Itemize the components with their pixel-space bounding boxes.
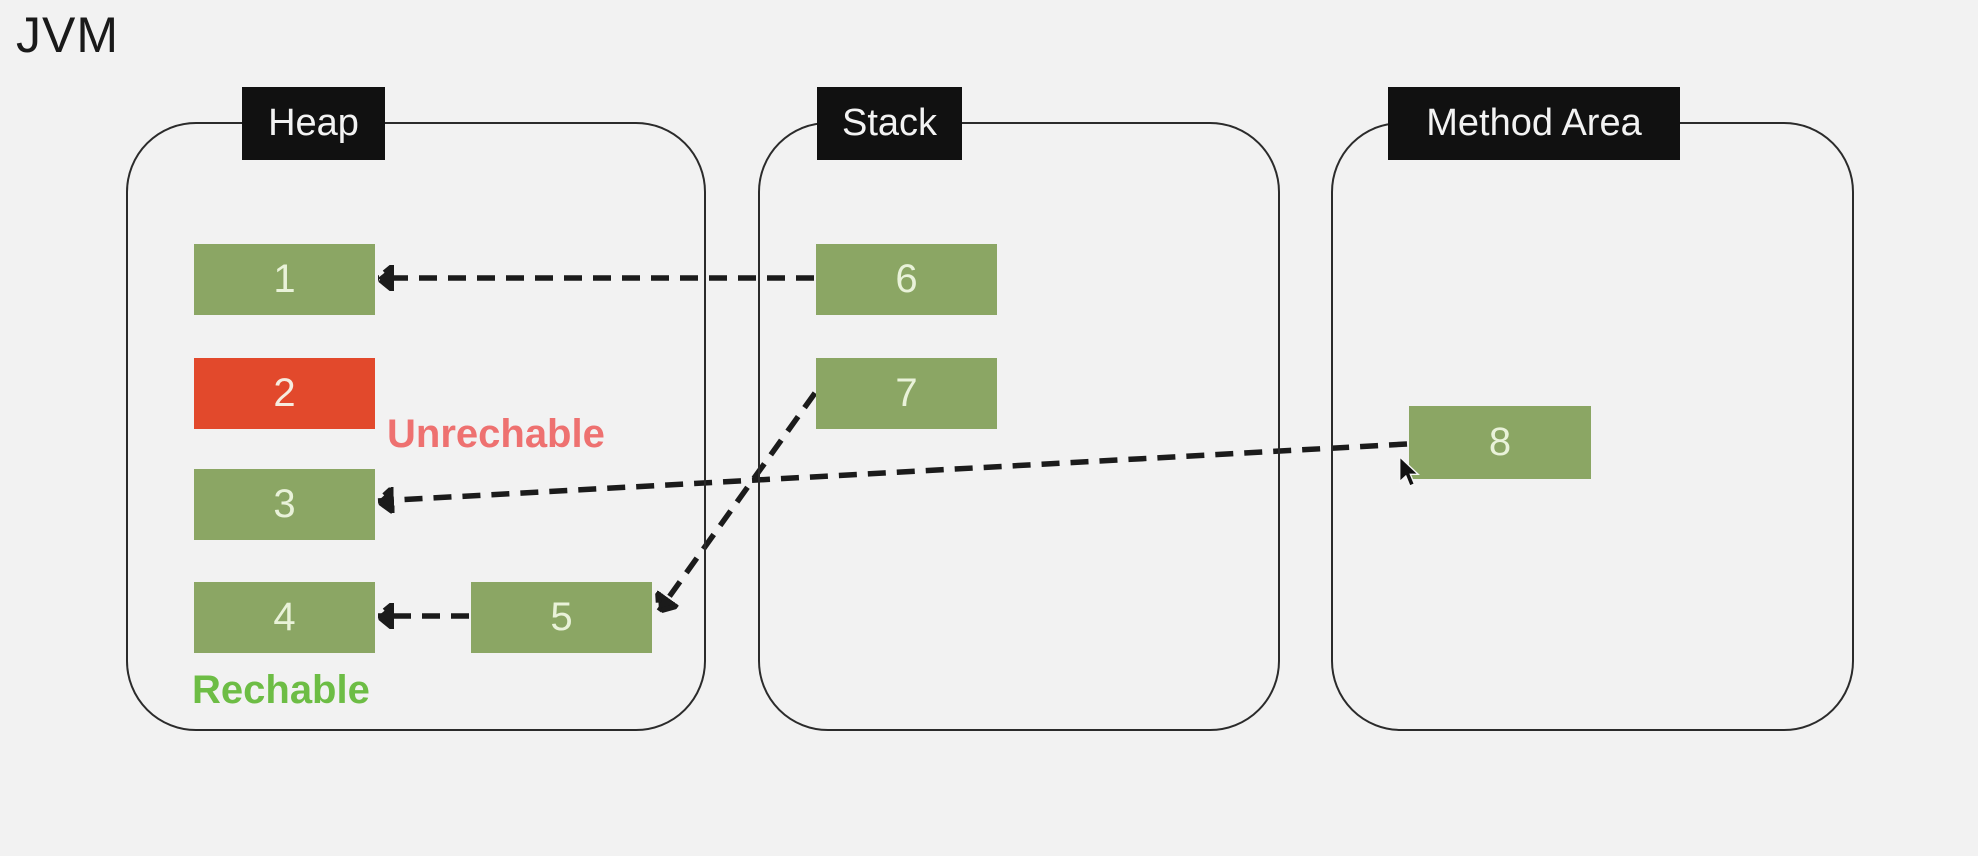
method-area-ref-8: 8 [1409, 406, 1591, 479]
heap-container: Heap 1 2 3 4 5 Unrechable Rechable [126, 87, 706, 731]
stack-ref-6: 6 [816, 244, 997, 315]
method-area-label: Method Area [1388, 87, 1680, 160]
stack-label: Stack [817, 87, 962, 160]
reachable-annotation: Rechable [192, 668, 370, 712]
heap-object-4: 4 [194, 582, 375, 653]
unreachable-annotation: Unrechable [387, 412, 605, 456]
method-area-container: Method Area 8 [1331, 87, 1854, 731]
stack-ref-7: 7 [816, 358, 997, 429]
heap-object-5: 5 [471, 582, 652, 653]
heap-object-3: 3 [194, 469, 375, 540]
heap-object-2: 2 [194, 358, 375, 429]
stack-container: Stack 6 7 [758, 87, 1280, 731]
heap-label: Heap [242, 87, 385, 160]
page-title: JVM [16, 7, 119, 63]
heap-object-1: 1 [194, 244, 375, 315]
